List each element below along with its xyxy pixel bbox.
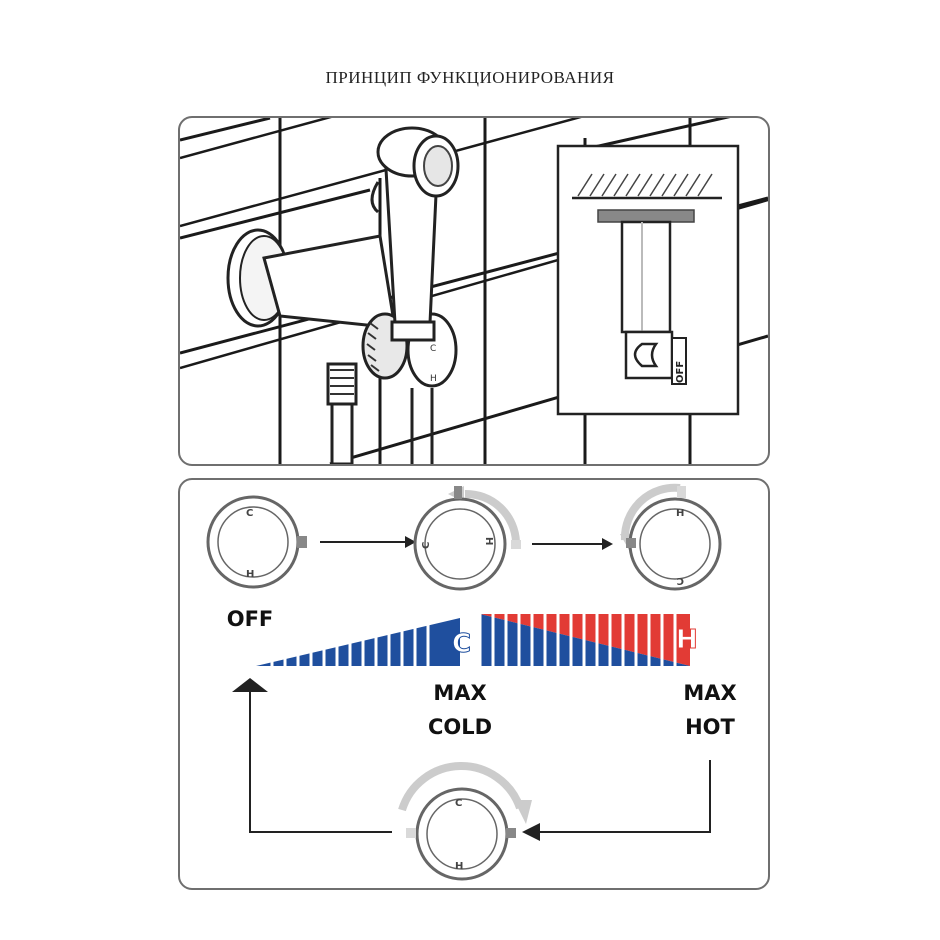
dial-icon-off: C H <box>206 495 307 589</box>
dial-mark-c: C <box>455 798 462 809</box>
installation-illustration: C H <box>180 118 768 464</box>
inset-off-marker: OFF <box>675 361 686 383</box>
svg-text:C: C <box>430 344 436 354</box>
cold-wedge <box>256 618 460 666</box>
label-max-hot-line2: HOT <box>685 715 735 739</box>
arrow-right-icon <box>532 538 613 550</box>
hand-shower <box>370 126 460 342</box>
return-loop <box>232 678 711 841</box>
dial-mark-c: C <box>246 508 253 519</box>
label-max-hot-line1: MAX <box>683 681 737 705</box>
dial-icon-hot: H C <box>620 483 722 591</box>
hose-connector <box>326 362 358 464</box>
holder-inset: OFF <box>556 144 740 416</box>
arrow-right-icon <box>320 536 416 548</box>
rotate-arrow-icon <box>514 800 532 824</box>
scale-cold-letter: C <box>452 629 471 659</box>
temperature-scale: C H <box>256 610 698 670</box>
dial-mark-c: C <box>677 575 684 586</box>
installation-illustration-panel: C H <box>178 116 770 466</box>
dial-mark-h: H <box>246 569 254 580</box>
operation-diagram: C H C H <box>206 483 722 881</box>
label-max-cold-line1: MAX <box>433 681 487 705</box>
dial-icon-return: C H <box>398 762 532 881</box>
svg-text:H: H <box>430 374 437 384</box>
dial-mark-h: H <box>676 508 684 519</box>
scale-hot-letter: H <box>676 625 698 655</box>
label-off: OFF <box>226 607 274 631</box>
arrow-up-icon <box>232 678 268 692</box>
arrow-left-icon <box>522 823 540 841</box>
operation-diagram-panel: C H C H <box>178 478 770 890</box>
dial-mark-h: H <box>483 537 494 545</box>
dial-mark-c: C <box>421 542 432 549</box>
label-max-cold-line2: COLD <box>427 715 493 739</box>
page-title: ПРИНЦИП ФУНКЦИОНИРОВАНИЯ <box>325 68 615 87</box>
dial-icon-open: C H <box>413 486 521 591</box>
dial-mark-h: H <box>455 861 463 872</box>
